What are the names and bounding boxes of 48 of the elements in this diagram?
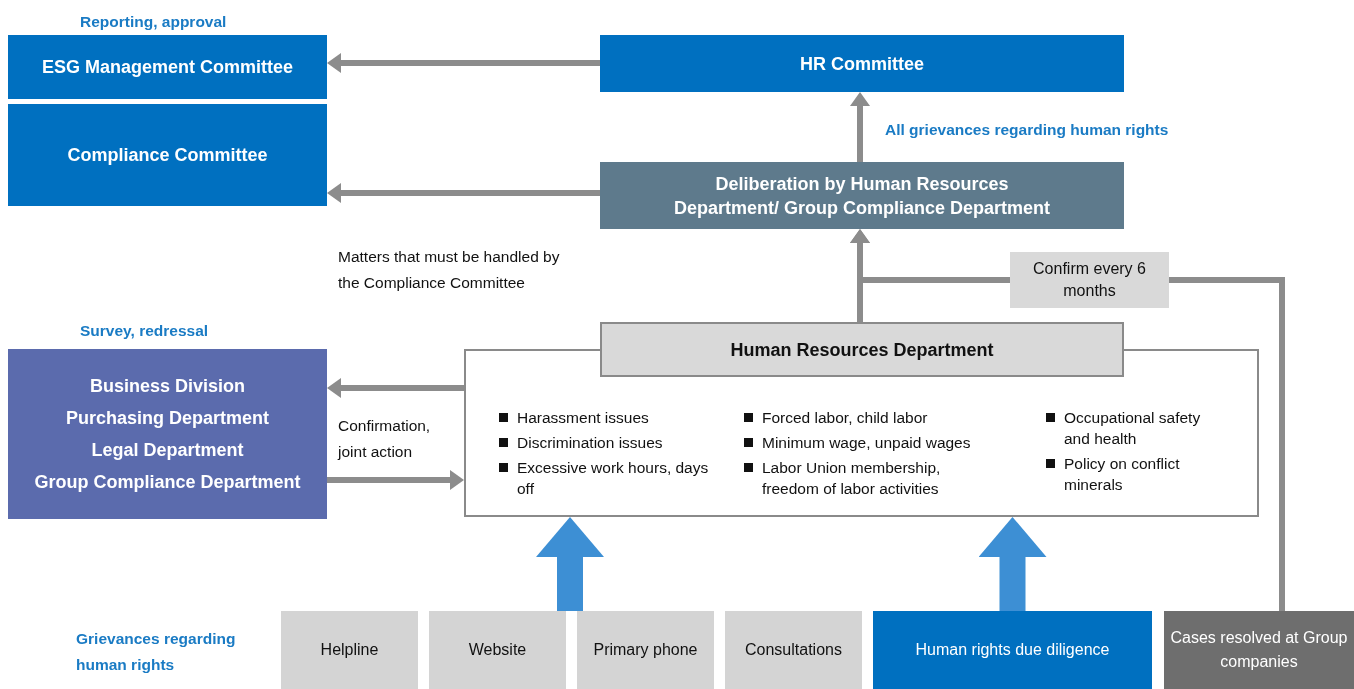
bullet-item: Minimum wage, unpaid wages bbox=[742, 432, 998, 453]
block-arrow bbox=[978, 517, 1047, 611]
channel-box bbox=[1164, 611, 1354, 689]
section-label: Grievances regarding human rights bbox=[76, 629, 237, 675]
edge-label: Confirmation, joint action bbox=[338, 416, 432, 462]
node-label: Cases resolved at Group companies bbox=[1169, 628, 1349, 672]
node-label: Consultations bbox=[745, 640, 842, 660]
arrow bbox=[327, 378, 464, 398]
edge-label: Confirm every 6 months bbox=[1010, 252, 1169, 308]
channel-box bbox=[281, 611, 418, 689]
block-arrow bbox=[536, 517, 604, 611]
channel-box bbox=[725, 611, 862, 689]
bullet-item: Discrimination issues bbox=[497, 432, 729, 453]
edge-label: All grievances regarding human rights bbox=[885, 120, 1170, 140]
node-label: Group Compliance Department bbox=[34, 471, 301, 494]
node-label: Deliberation by Human Resources Department/ Group Compliance Department bbox=[672, 172, 1052, 220]
bullet-item: Excessive work hours, days off bbox=[497, 457, 729, 499]
arrow bbox=[850, 92, 870, 162]
deliberation-box bbox=[600, 162, 1124, 229]
section-label: Reporting, approval bbox=[80, 12, 228, 32]
node-label: Business Division bbox=[89, 375, 246, 398]
panel-heading: Human Resources Department bbox=[600, 322, 1124, 377]
arrow bbox=[327, 183, 600, 203]
department-list-box bbox=[8, 349, 327, 519]
committee-box bbox=[8, 35, 327, 99]
node-label: ESG Management Committee bbox=[41, 56, 294, 79]
arrow bbox=[327, 53, 600, 73]
section-label: Survey, redressal bbox=[80, 321, 210, 341]
bullet-item: Policy on conflict minerals bbox=[1044, 453, 1224, 495]
node-label: Primary phone bbox=[593, 640, 698, 660]
channel-box bbox=[577, 611, 714, 689]
committee-box bbox=[8, 104, 327, 206]
node-label: Legal Department bbox=[91, 439, 244, 462]
bullet-item: Labor Union membership, freedom of labor activities bbox=[742, 457, 998, 499]
edge-label: Matters that must be handled by the Compliance Committee bbox=[338, 247, 561, 293]
node-label: Purchasing Department bbox=[65, 407, 269, 430]
node-label: Helpline bbox=[320, 640, 379, 660]
node-label: Website bbox=[468, 640, 527, 660]
node-label: Compliance Committee bbox=[67, 144, 268, 167]
node-label: Human rights due diligence bbox=[915, 640, 1110, 660]
bullet-item: Forced labor, child labor bbox=[742, 407, 998, 428]
bullet-item: Harassment issues bbox=[497, 407, 729, 428]
bullet-item: Occupational safety and health bbox=[1044, 407, 1224, 449]
channel-box bbox=[429, 611, 566, 689]
arrow bbox=[327, 470, 464, 490]
node-label: HR Committee bbox=[800, 52, 924, 76]
channel-box bbox=[873, 611, 1152, 689]
committee-box bbox=[600, 35, 1124, 92]
